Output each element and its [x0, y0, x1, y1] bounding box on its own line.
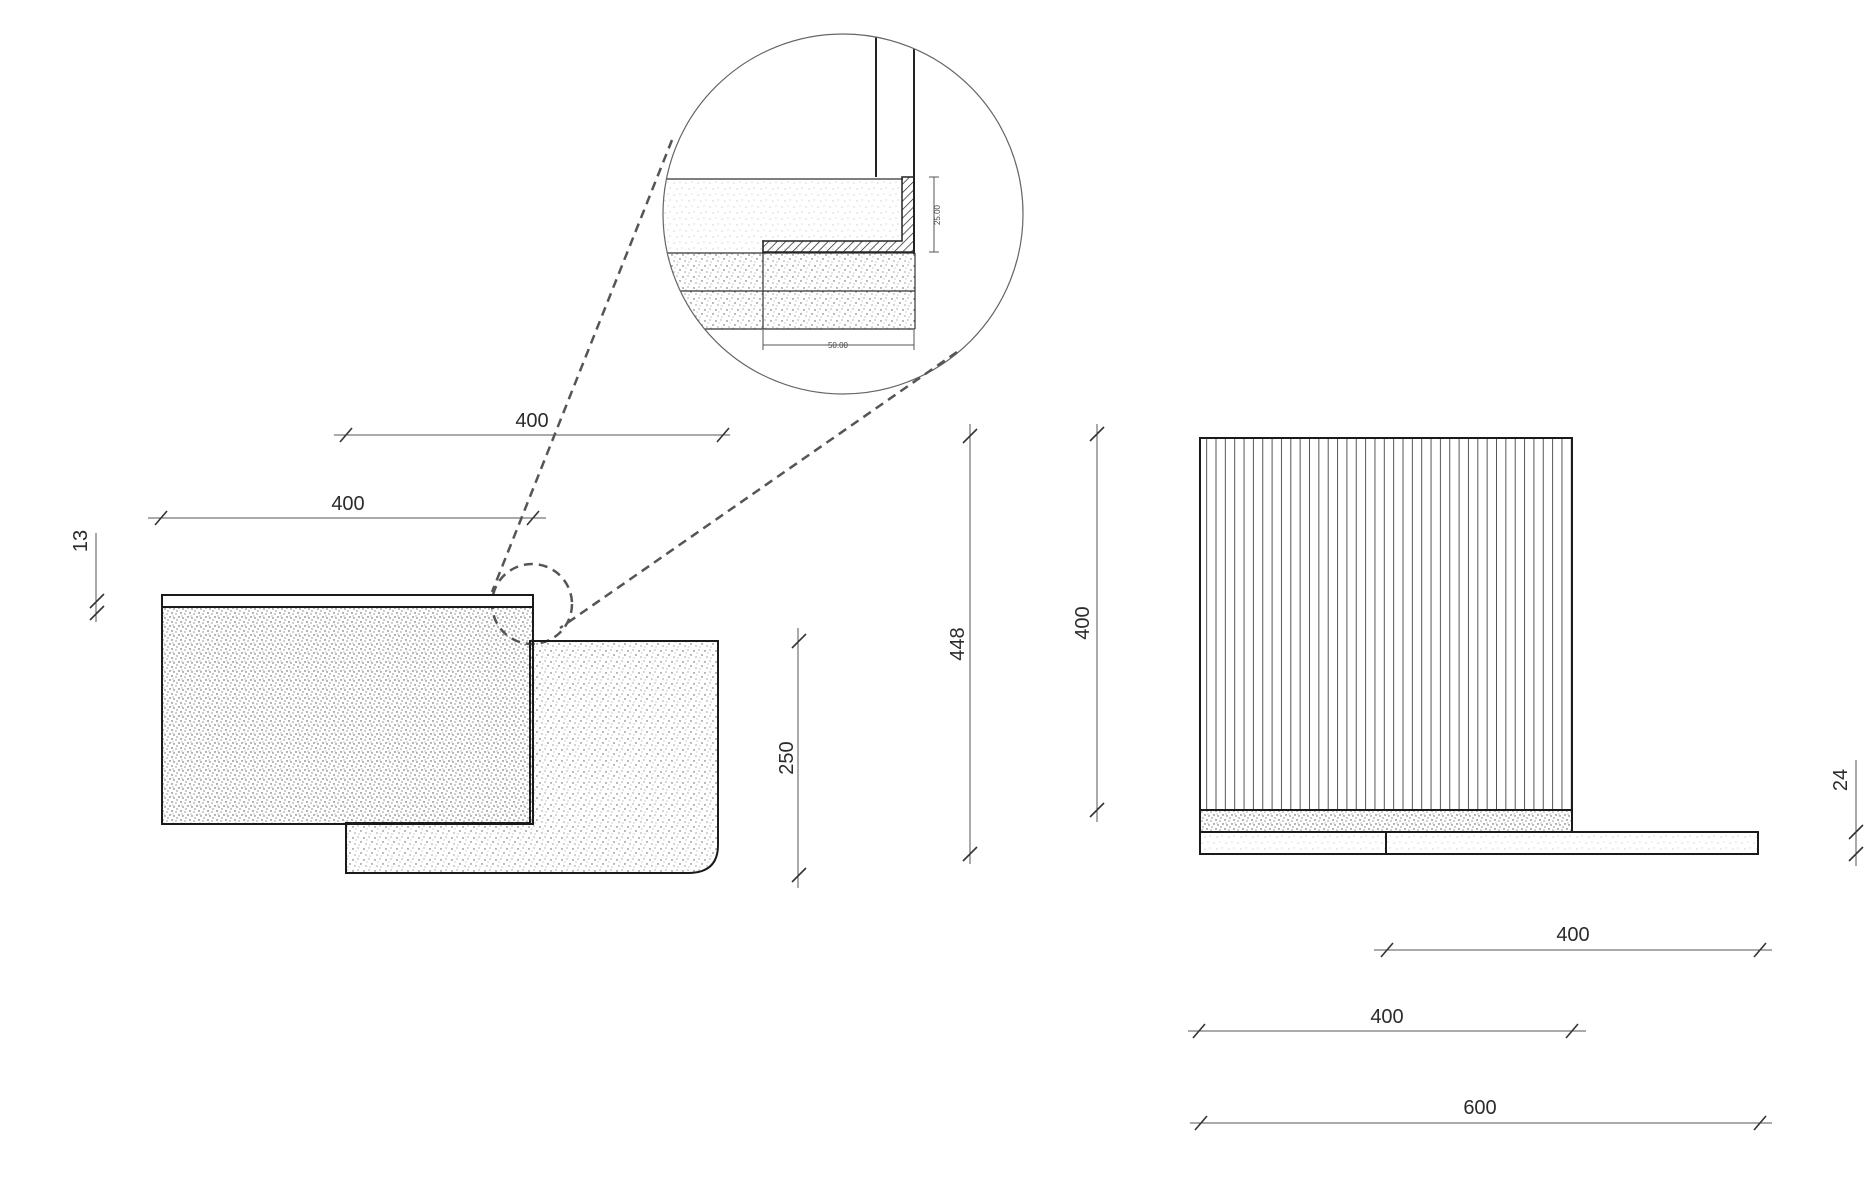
dimension-left-13: 13 [70, 530, 105, 622]
left-section-view [161, 594, 719, 874]
dimension-label: 400 [1556, 924, 1589, 946]
dimension-label: 448 [947, 627, 969, 660]
dimension-label: 400 [1370, 1006, 1403, 1028]
dimension-label: 13 [70, 530, 92, 552]
detail-callout: 25.00 50.00 [662, 33, 1024, 395]
dimension-top-400: 400 [334, 410, 730, 443]
detail-width-label: 50.00 [828, 341, 849, 350]
dimension-label: 250 [776, 741, 798, 774]
dimension-bottom-600: 600 [1190, 1097, 1772, 1131]
dimension-label: 400 [515, 410, 548, 432]
dimension-bottom-400-left: 400 [1188, 1006, 1586, 1039]
dimension-label: 600 [1463, 1097, 1496, 1119]
dimension-label: 400 [1072, 606, 1094, 639]
right-elevation-view [1199, 437, 1759, 855]
dimension-250: 250 [776, 628, 807, 888]
dimension-label: 24 [1830, 769, 1852, 791]
dimension-right-24: 24 [1830, 760, 1864, 866]
dimension-label: 400 [331, 493, 364, 515]
detail-height-label: 25.00 [933, 204, 942, 225]
dimension-left-400: 400 [148, 493, 546, 526]
dimension-448: 448 [947, 424, 978, 864]
dimension-bottom-400-right: 400 [1374, 924, 1772, 958]
dimension-vertical-400: 400 [1072, 424, 1105, 822]
